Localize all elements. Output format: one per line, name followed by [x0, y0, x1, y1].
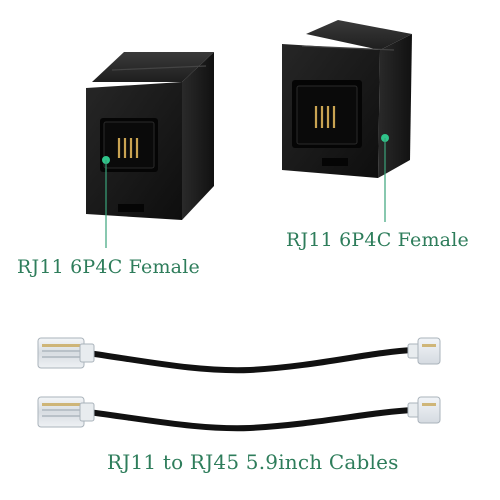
rj45-plug-bottom — [37, 396, 95, 428]
jack-pins-right — [314, 106, 336, 128]
left-coupler — [86, 52, 214, 220]
right-coupler — [282, 20, 412, 178]
right-coupler-label: RJ11 6P4C Female — [286, 229, 469, 251]
callout-right — [381, 134, 389, 222]
rj45-plug-top — [37, 337, 95, 369]
cable-top — [37, 337, 441, 374]
jack-pins-left — [117, 138, 139, 158]
callout-left — [102, 156, 110, 248]
left-coupler-label: RJ11 6P4C Female — [17, 256, 200, 278]
rj11-plug-bottom — [407, 396, 441, 424]
cables-label: RJ11 to RJ45 5.9inch Cables — [107, 450, 399, 474]
rj11-plug-top — [407, 337, 441, 365]
cable-bottom — [37, 396, 441, 432]
